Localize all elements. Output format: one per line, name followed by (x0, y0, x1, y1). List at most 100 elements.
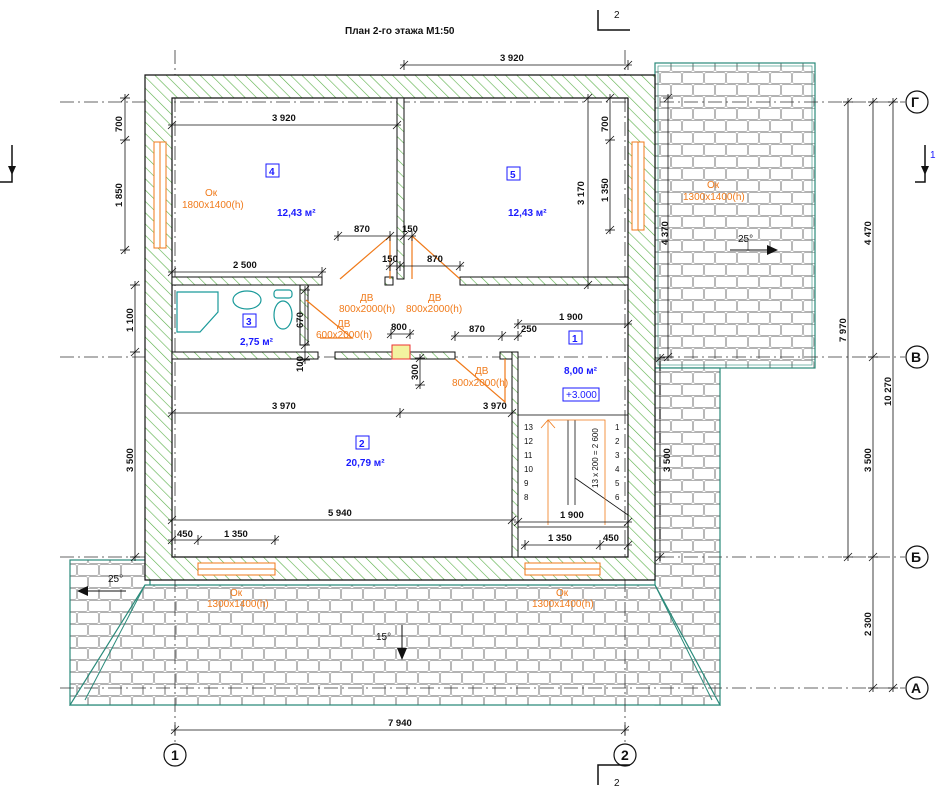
room-area: 12,43 м² (277, 208, 316, 219)
axis-lines (60, 50, 905, 745)
door-label: ДВ (428, 293, 442, 304)
toilet-bowl-icon (273, 300, 293, 330)
dim-label: 100 (295, 356, 306, 372)
door-size: 800x2000(h) (406, 304, 462, 315)
axis-label-col: 2 (621, 747, 629, 763)
dim-label: 700 (600, 116, 611, 132)
door-size: 600x2000(h) (316, 330, 372, 341)
dim-label: 450 (177, 529, 193, 540)
axis-label-col: 1 (171, 747, 179, 763)
step-number: 8 (524, 493, 529, 502)
window-size: 1800x1400(h) (182, 200, 244, 211)
dim-label: 1 100 (125, 308, 136, 332)
dim-label: 1 350 (548, 533, 572, 544)
arrow-down-icon (397, 648, 407, 660)
dim-label: 2 300 (863, 612, 874, 636)
section-mark-label: 2 (614, 10, 620, 21)
axis-label-row: Г (911, 94, 919, 110)
drawing-title: План 2-го этажа М1:50 (345, 26, 455, 37)
section-marks (0, 10, 926, 785)
arrow-left-icon (77, 586, 88, 596)
slope-label: 25° (738, 234, 753, 245)
dim-label: 3 970 (483, 401, 507, 412)
dim-label: 10 270 (883, 377, 894, 406)
level-mark: +3.000 (566, 390, 597, 401)
section-arrow-icon (921, 166, 929, 175)
stair-formula: 13 x 200 = 2 600 (591, 428, 600, 488)
dim-label: 450 (603, 533, 619, 544)
dim-label: 3 970 (272, 401, 296, 412)
step-number: 10 (524, 465, 533, 474)
dim-label: 1 850 (114, 183, 125, 207)
dim-label: 670 (295, 312, 306, 328)
roof-bottom (68, 367, 722, 706)
dim-label: 3 170 (576, 181, 587, 205)
dim-label: 870 (354, 224, 370, 235)
window-label: Ок (556, 588, 569, 599)
dimension-lines (120, 60, 898, 735)
dim-label: 3 920 (500, 53, 524, 64)
staircase (517, 414, 629, 528)
step-number: 11 (524, 451, 533, 460)
dim-label: 870 (427, 254, 443, 265)
slope-label: 15° (376, 632, 391, 643)
step-number: 2 (615, 437, 620, 446)
door-size: 800x2000(h) (339, 304, 395, 315)
axis-label-row: А (911, 680, 921, 696)
axis-label-row: Б (911, 549, 921, 565)
window-label: Ок (707, 180, 720, 191)
stair-step-numbers: 13 12 11 10 9 8 1 2 3 4 5 6 13 x 200 = 2… (524, 423, 620, 502)
dim-label: 7 940 (388, 718, 412, 729)
dim-label: 3 920 (272, 113, 296, 124)
door-label: ДВ (360, 293, 374, 304)
window-label: Ок (230, 588, 243, 599)
step-number: 13 (524, 423, 533, 432)
room-number: 3 (246, 317, 252, 328)
step-number: 6 (615, 493, 620, 502)
dim-label: 1 900 (560, 510, 584, 521)
dim-label: 4 370 (660, 221, 671, 245)
room-number: 1 (572, 334, 578, 345)
roof-slope-marks: 25° 25° 15° (77, 234, 778, 660)
dim-label: 870 (469, 324, 485, 335)
exterior-wall (144, 74, 656, 581)
step-number: 12 (524, 437, 533, 446)
dim-label: 800 (391, 322, 407, 333)
window-size: 1300x1400(h) (532, 599, 594, 610)
step-number: 5 (615, 479, 620, 488)
interior-walls (171, 97, 629, 558)
dim-label: 150 (402, 224, 418, 235)
dim-label: 2 500 (233, 260, 257, 271)
dim-label: 3 500 (662, 448, 673, 472)
room-area: 12,43 м² (508, 208, 547, 219)
door-label: ДВ (475, 366, 489, 377)
dim-label: 5 940 (328, 508, 352, 519)
door-label: ДВ (337, 319, 351, 330)
room-area: 20,79 м² (346, 458, 385, 469)
toilet-tank-icon (273, 289, 293, 299)
step-number: 9 (524, 479, 529, 488)
room-area: 2,75 м² (240, 337, 274, 348)
windows (153, 141, 645, 576)
bathroom-fixtures (176, 289, 293, 333)
axis-label-row: В (911, 349, 921, 365)
window-size: 1300x1400(h) (683, 192, 745, 203)
sink-icon (232, 290, 262, 310)
dim-label: 700 (114, 116, 125, 132)
room-number: 2 (359, 439, 365, 450)
room-labels: 4 12,43 м² 5 12,43 м² 3 2,75 м² 2 20,79 … (240, 163, 600, 469)
opening-labels: Ок 1800x1400(h) Ок 1300x1400(h) Ок 1300x… (182, 180, 745, 610)
dim-label: 1 350 (600, 178, 611, 202)
shower-tray-icon (176, 291, 219, 333)
room-number: 4 (269, 167, 275, 178)
axis-markers (163, 90, 929, 767)
room-area: 8,00 м² (564, 366, 598, 377)
step-number: 3 (615, 451, 620, 460)
dim-label: 1 900 (559, 312, 583, 323)
room-number: 5 (510, 170, 516, 181)
dim-label: 3 500 (125, 448, 136, 472)
dim-label: 7 970 (838, 318, 849, 342)
window-size: 1300x1400(h) (207, 599, 269, 610)
dim-label: 1 350 (224, 529, 248, 540)
